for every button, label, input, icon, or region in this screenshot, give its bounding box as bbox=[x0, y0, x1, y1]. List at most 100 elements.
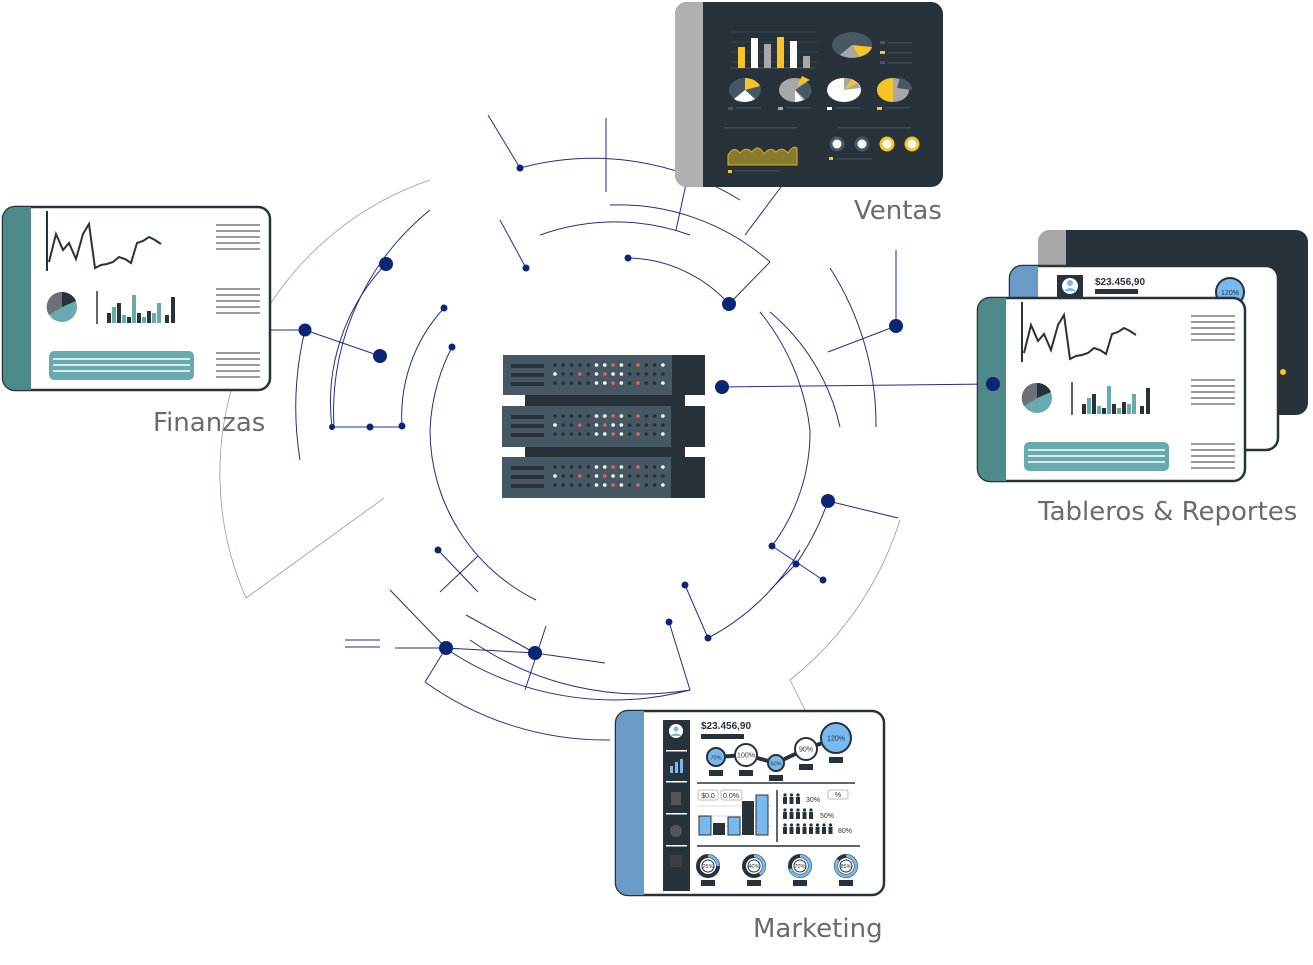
marketing-panel: $23.456,90 70%100%50%90%120% $0.0 0.0% 3… bbox=[614, 709, 886, 897]
ring-label: 25% bbox=[702, 864, 713, 870]
server-led bbox=[611, 483, 615, 487]
server-led bbox=[561, 465, 566, 469]
server-led bbox=[578, 414, 582, 418]
server-led bbox=[644, 465, 649, 469]
people-percent: 50% bbox=[820, 813, 834, 820]
ventas-label: Ventas bbox=[854, 196, 942, 226]
server-led bbox=[586, 474, 590, 478]
finanzas-panel bbox=[1, 205, 272, 392]
ring-label: 85% bbox=[840, 864, 851, 870]
server-led bbox=[594, 483, 599, 487]
server-led bbox=[619, 381, 624, 385]
marketing-amount: $23.456,90 bbox=[701, 721, 751, 732]
server-led bbox=[619, 363, 624, 367]
server-led bbox=[561, 423, 566, 427]
server-led bbox=[619, 414, 624, 418]
person-icon bbox=[802, 808, 807, 812]
server-led bbox=[661, 381, 665, 385]
server-led bbox=[594, 414, 599, 418]
server-led bbox=[561, 414, 566, 418]
tableros-amount: $23.456,90 bbox=[1095, 277, 1145, 288]
server-led bbox=[553, 363, 557, 367]
server-led bbox=[603, 474, 607, 478]
server-led bbox=[586, 423, 590, 427]
tableros-bubble: 120% bbox=[1221, 290, 1239, 297]
server-led bbox=[652, 414, 657, 418]
server-led bbox=[553, 414, 557, 418]
ring-label: 70% bbox=[794, 864, 805, 870]
server-led bbox=[553, 423, 557, 427]
server-led bbox=[569, 432, 574, 436]
server-led bbox=[594, 381, 599, 385]
server-led bbox=[644, 474, 649, 478]
server-led bbox=[561, 432, 566, 436]
server-led bbox=[611, 465, 615, 469]
person-icon bbox=[789, 823, 794, 827]
server-led bbox=[561, 372, 566, 376]
growth-chart-icon bbox=[670, 759, 683, 773]
server-led bbox=[553, 381, 557, 385]
server-led bbox=[636, 483, 640, 487]
server-led bbox=[652, 465, 657, 469]
metric-bubble bbox=[794, 737, 818, 761]
server-led bbox=[644, 363, 649, 367]
server-led bbox=[619, 465, 624, 469]
calendar-icon bbox=[670, 855, 682, 867]
person-icon bbox=[796, 793, 800, 797]
server-led bbox=[661, 474, 665, 478]
server-led bbox=[594, 363, 599, 367]
server-led bbox=[611, 381, 615, 385]
server-led bbox=[569, 372, 574, 376]
document-icon bbox=[671, 792, 681, 805]
person-icon bbox=[783, 808, 787, 812]
server-led bbox=[627, 423, 632, 427]
server-led bbox=[561, 381, 566, 385]
clock-icon bbox=[670, 825, 682, 837]
person-icon bbox=[783, 793, 787, 797]
server-led bbox=[569, 483, 574, 487]
server-led bbox=[586, 432, 590, 436]
server-led bbox=[627, 465, 632, 469]
server-led bbox=[611, 363, 615, 367]
server-led bbox=[569, 363, 574, 367]
server-led bbox=[561, 363, 566, 367]
server-led bbox=[553, 474, 557, 478]
person-icon bbox=[815, 823, 820, 827]
ring-gauge-fill bbox=[696, 854, 720, 878]
server-led bbox=[636, 432, 640, 436]
network-wires bbox=[219, 114, 993, 741]
server-led bbox=[661, 483, 665, 487]
server-led bbox=[553, 483, 557, 487]
server-led bbox=[652, 372, 657, 376]
people-chart bbox=[783, 793, 833, 834]
marketing-bubble-chart: 70%100%50%90%120% bbox=[706, 722, 852, 781]
server-led bbox=[594, 465, 599, 469]
server-led bbox=[611, 372, 615, 376]
person-icon bbox=[789, 808, 794, 812]
ventas-ring-gauges bbox=[829, 136, 920, 152]
server-led bbox=[636, 363, 640, 367]
server-led bbox=[586, 372, 590, 376]
metric-bubble bbox=[820, 722, 852, 754]
server-led bbox=[569, 423, 574, 427]
server-led bbox=[661, 363, 665, 367]
tableros-label: Tableros & Reportes bbox=[1037, 497, 1297, 527]
amount-field: $0.0 bbox=[701, 793, 715, 800]
server-led bbox=[578, 465, 582, 469]
server-led bbox=[586, 465, 590, 469]
finanzas-label: Finanzas bbox=[153, 408, 265, 438]
server-led bbox=[661, 423, 665, 427]
server-led bbox=[611, 432, 615, 436]
server-led bbox=[594, 423, 599, 427]
server-led bbox=[569, 465, 574, 469]
bubble-label: 100% bbox=[737, 753, 755, 760]
ring-gauge-fill bbox=[742, 854, 766, 878]
server-led bbox=[611, 474, 615, 478]
person-icon bbox=[809, 808, 813, 812]
server-led bbox=[578, 423, 582, 427]
server-led bbox=[594, 474, 599, 478]
server-led bbox=[603, 372, 607, 376]
bubble-label: 70% bbox=[710, 756, 721, 762]
server-led bbox=[652, 483, 657, 487]
server-stack-icon bbox=[502, 355, 705, 498]
